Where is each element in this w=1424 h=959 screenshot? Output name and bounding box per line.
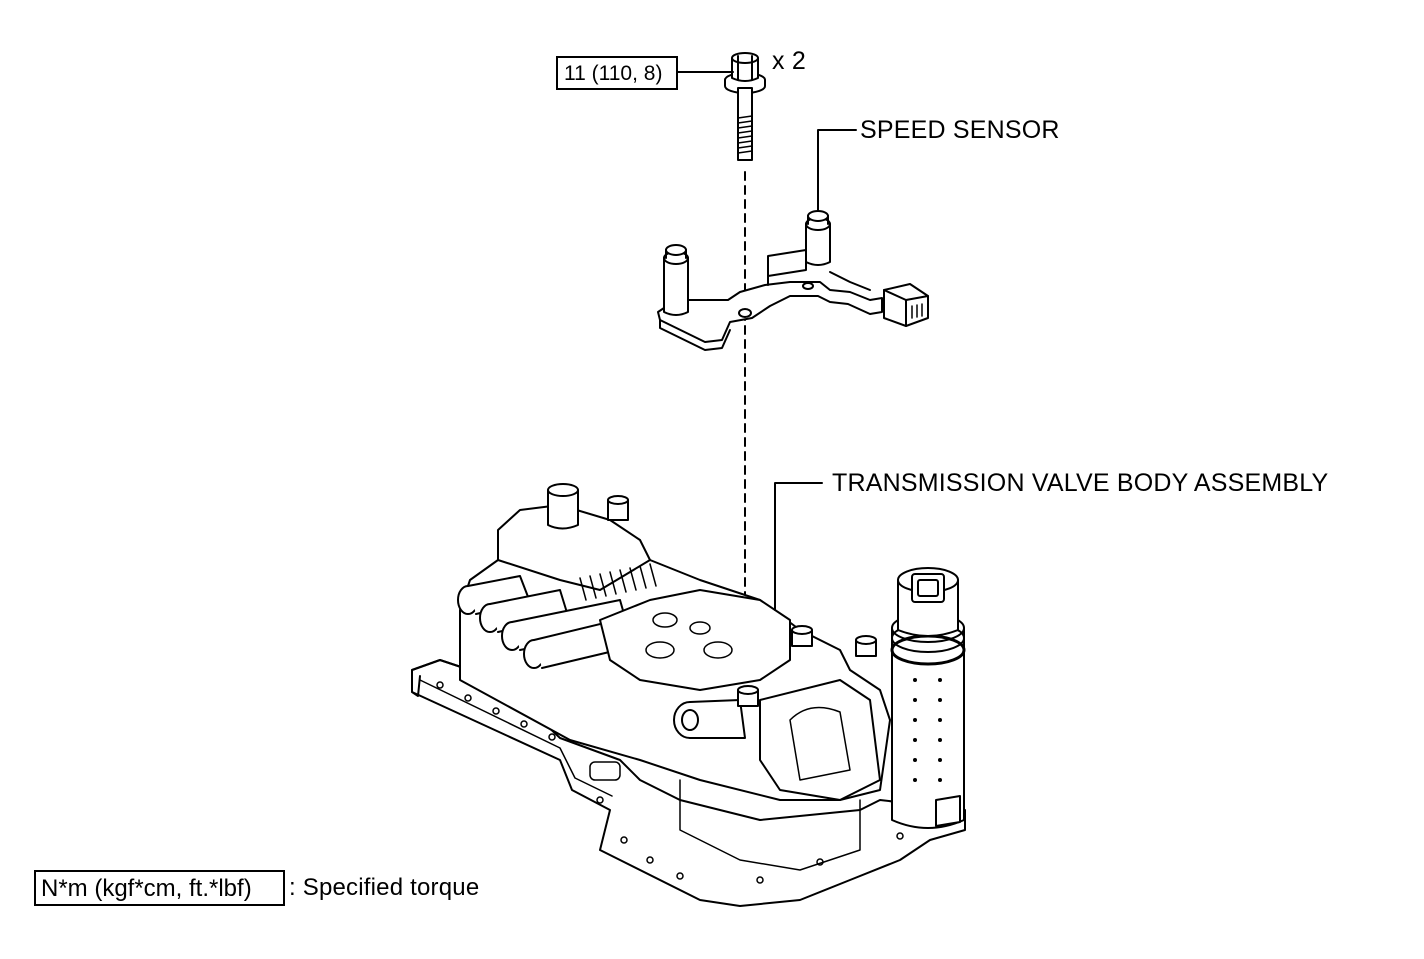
- connector-icon: [883, 283, 929, 327]
- torque-spec-box: 11 (110, 8): [556, 56, 678, 90]
- valve-body-leader: [774, 482, 823, 611]
- speed-sensor-label: SPEED SENSOR: [860, 116, 1060, 144]
- speed-sensor-icon: [657, 210, 883, 351]
- speed-sensor-leader: [817, 129, 857, 211]
- valve-body-icon: [411, 483, 966, 907]
- bolt-quantity-label: x 2: [772, 47, 806, 75]
- torque-legend-description: : Specified torque: [289, 874, 480, 901]
- bolt-icon: [724, 52, 766, 161]
- valve-body-label: TRANSMISSION VALVE BODY ASSEMBLY: [832, 469, 1329, 497]
- torque-unit-legend-box: N*m (kgf*cm, ft.*lbf): [34, 870, 285, 906]
